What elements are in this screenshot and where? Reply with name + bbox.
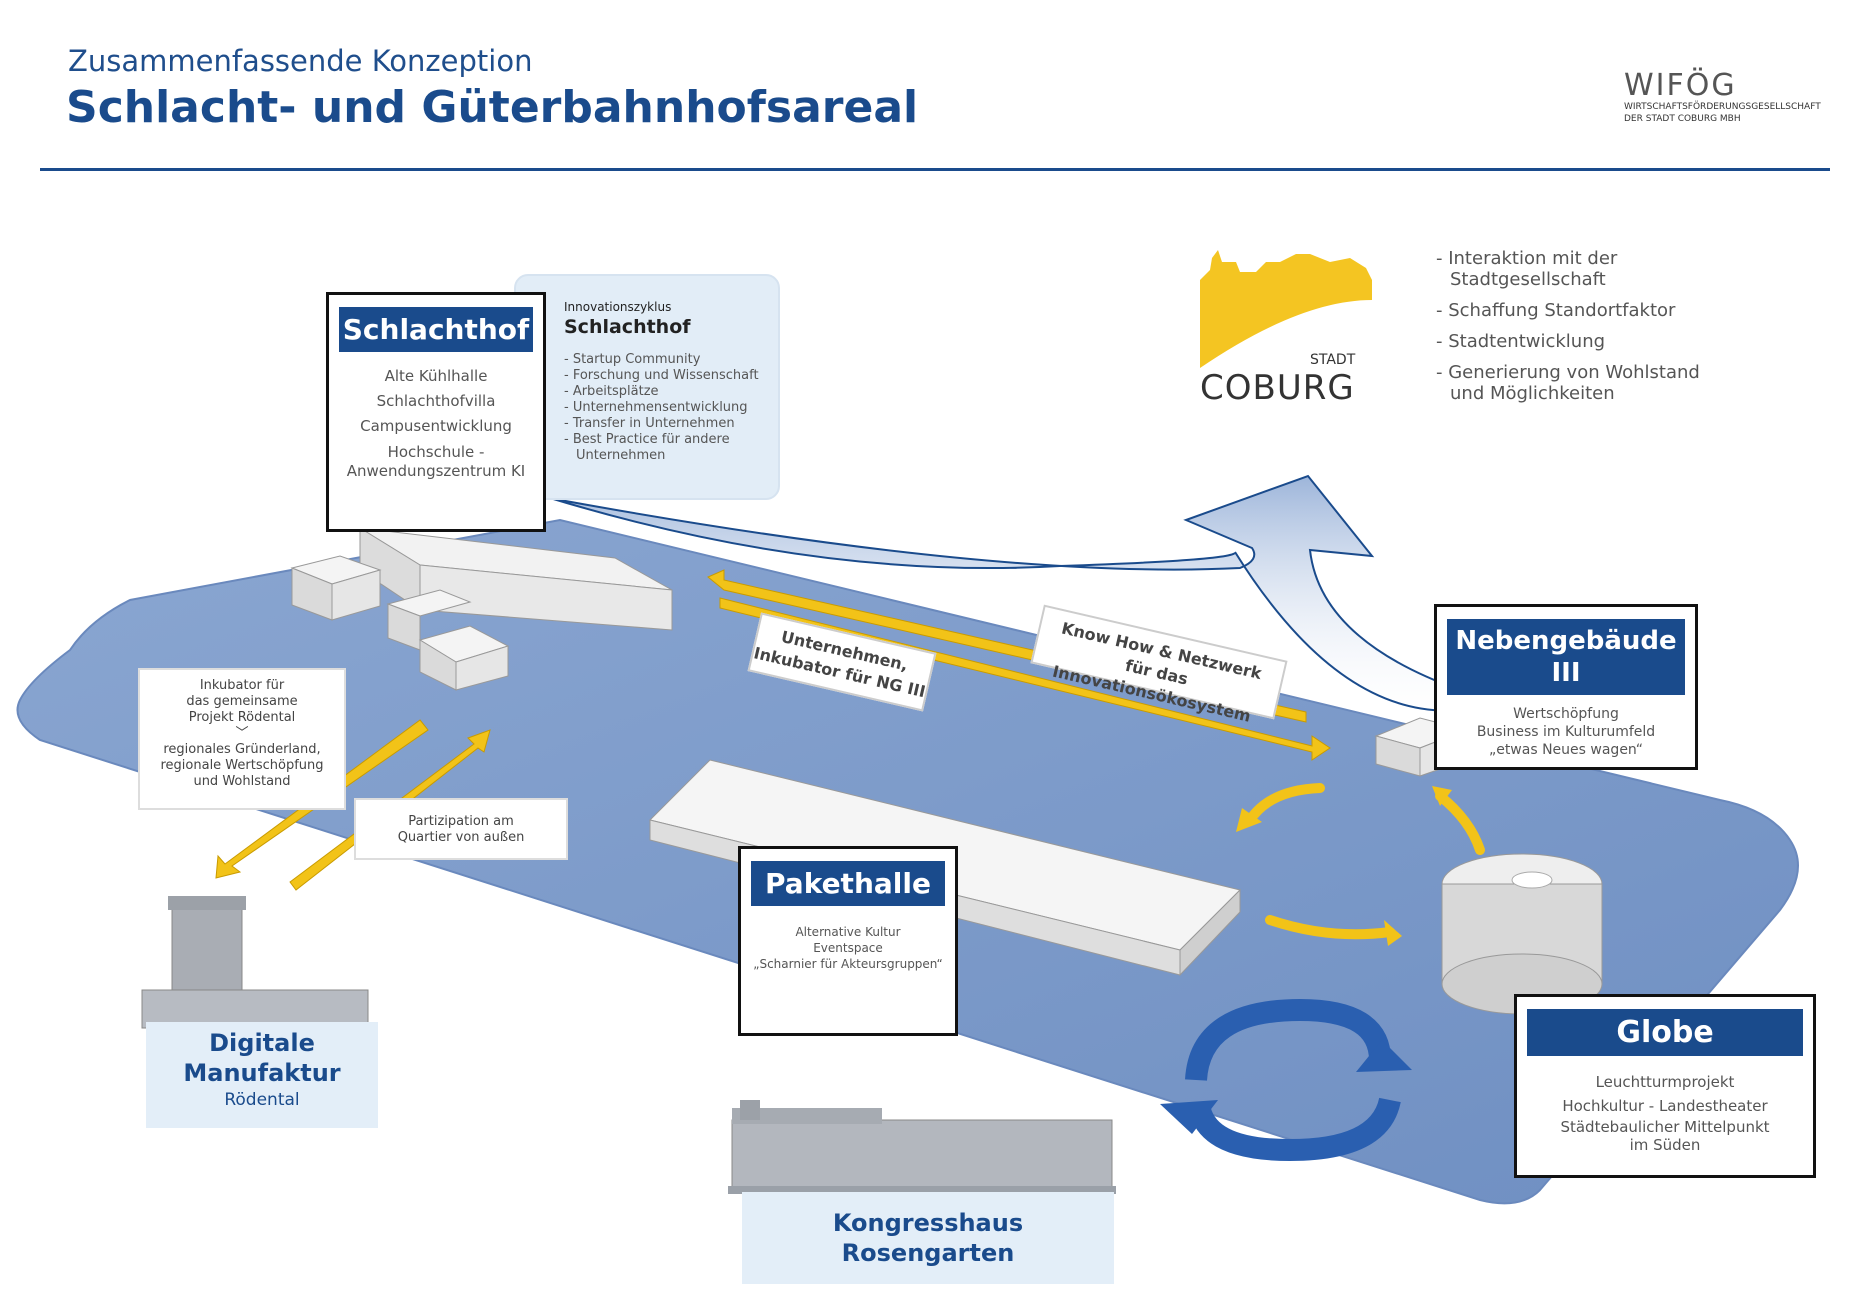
pakethalle-card: Pakethalle Alternative Kultur Eventspace… bbox=[738, 846, 958, 1036]
rotation-arrow-head bbox=[1236, 808, 1262, 832]
blue-cycle-icon bbox=[1185, 998, 1401, 1162]
kongresshaus-building bbox=[728, 1100, 1116, 1194]
digitale-manufaktur-label: Digitale Manufaktur Rödental bbox=[146, 1022, 378, 1128]
list-item: - Forschung und Wissenschaft bbox=[564, 368, 759, 383]
partizipation-line: Partizipation am bbox=[408, 814, 514, 829]
inkubator-line: und Wohlstand bbox=[193, 774, 291, 789]
rotation-arrow-head bbox=[1384, 920, 1402, 946]
kongresshaus-title-line: Rosengarten bbox=[841, 1239, 1015, 1267]
kongresshaus-label: Kongresshaus Rosengarten bbox=[742, 1192, 1114, 1284]
nebengebaeude-title-line: Nebengebäude bbox=[1455, 626, 1677, 656]
list-item: - Startup Community bbox=[564, 352, 701, 367]
pakethalle-line: Eventspace bbox=[813, 941, 883, 955]
nebengebaeude-line: „etwas Neues wagen“ bbox=[1488, 742, 1644, 758]
list-item: - Unternehmensentwicklung bbox=[564, 400, 748, 415]
globe-line: Leuchtturmprojekt bbox=[1595, 1073, 1735, 1091]
list-item: - Arbeitsplätze bbox=[564, 384, 659, 399]
innovation-cycle-title: Schlachthof bbox=[564, 316, 691, 338]
list-item: - Schaffung Standortfaktor bbox=[1436, 300, 1676, 321]
schlachthof-card: Schlachthof Alte Kühlhalle Schlachthofvi… bbox=[326, 292, 546, 532]
globe-line: Städtebaulicher Mittelpunkt bbox=[1560, 1118, 1770, 1136]
blue-cycle-arrow-head bbox=[1160, 1100, 1218, 1134]
globe-line: Hochkultur - Landestheater bbox=[1562, 1097, 1768, 1115]
nebengebaeude-line: Business im Kulturumfeld bbox=[1476, 724, 1656, 740]
schlachthof-line: Alte Kühlhalle bbox=[384, 367, 488, 385]
nebengebaeude-title: Nebengebäude III bbox=[1447, 619, 1685, 695]
list-item: Unternehmen bbox=[576, 448, 666, 463]
globe-title: Globe bbox=[1527, 1009, 1803, 1056]
schlachthof-lines: Alte Kühlhalle Schlachthofvilla Campusen… bbox=[329, 364, 543, 481]
nebengebaeude-card: Nebengebäude III Wertschöpfung Business … bbox=[1434, 604, 1698, 770]
rotation-arrow-head bbox=[1432, 786, 1452, 806]
globe-lines: Leuchtturmprojekt Hochkultur - Landesthe… bbox=[1517, 1070, 1813, 1154]
header-divider bbox=[40, 168, 1830, 171]
kongresshaus-title-line: Kongresshaus bbox=[832, 1209, 1024, 1237]
innovation-cycle-card: Innovationszyklus Schlachthof - Startup … bbox=[514, 274, 780, 500]
coburg-crown-icon bbox=[1200, 250, 1372, 368]
coburg-logo-text: COBURG bbox=[1200, 368, 1355, 408]
inkubator-note: Inkubator für das gemeinsame Projekt Röd… bbox=[138, 668, 346, 810]
nebengebaeude-line: Wertschöpfung bbox=[1513, 706, 1619, 722]
partizipation-line: Quartier von außen bbox=[397, 830, 525, 845]
inkubator-line: das gemeinsame bbox=[186, 694, 298, 709]
wifog-subtitle-line: WIRTSCHAFTSFÖRDERUNGSGESELLSCHAFT bbox=[1624, 102, 1821, 112]
list-item: - Best Practice für andere bbox=[564, 432, 730, 447]
coburg-stadt-label: STADT bbox=[1310, 352, 1356, 368]
partizipation-note: Partizipation am Quartier von außen bbox=[354, 798, 568, 860]
wifog-logo-subtitle: WIRTSCHAFTSFÖRDERUNGSGESELLSCHAFT DER ST… bbox=[1624, 101, 1844, 125]
innovation-cycle-list: - Startup Community - Forschung und Wiss… bbox=[564, 352, 759, 464]
schlachthof-buildings bbox=[290, 527, 673, 691]
pakethalle-line: „Scharnier für Akteursgruppen“ bbox=[753, 957, 943, 971]
chevron-down-icon: ﹀ bbox=[235, 726, 249, 741]
digitale-title-line: Manufaktur bbox=[183, 1059, 341, 1087]
inkubator-line: Projekt Rödental bbox=[188, 710, 296, 725]
page-subtitle: Zusammenfassende Konzeption bbox=[68, 44, 533, 78]
schlachthof-line: Campusentwicklung bbox=[360, 417, 512, 435]
pakethalle-lines: Alternative Kultur Eventspace „Scharnier… bbox=[741, 924, 955, 972]
list-item: - Stadtentwicklung bbox=[1436, 331, 1606, 352]
digitale-sub: Rödental bbox=[224, 1090, 300, 1110]
rotation-arrows bbox=[1245, 783, 1485, 940]
inkubator-line: regionales Gründerland, bbox=[163, 742, 321, 757]
inkubator-line: regionale Wertschöpfung bbox=[160, 758, 324, 773]
wifog-logo: WIFÖG bbox=[1624, 68, 1737, 103]
innovation-cycle-label: Innovationszyklus bbox=[564, 300, 672, 314]
list-item: - Transfer in Unternehmen bbox=[564, 416, 735, 431]
globe-building bbox=[1441, 853, 1603, 1015]
blue-cycle-arrow-head bbox=[1356, 1040, 1412, 1072]
pakethalle-line: Alternative Kultur bbox=[795, 925, 901, 939]
schlachthof-line: Schlachthofvilla bbox=[376, 392, 496, 410]
digitale-manufaktur-building bbox=[141, 896, 369, 1029]
globe-line: im Süden bbox=[1629, 1136, 1701, 1154]
schlachthof-line: Hochschule - bbox=[387, 443, 485, 461]
nebengebaeude-title-line: III bbox=[1551, 658, 1581, 688]
schlachthof-line: Anwendungszentrum KI bbox=[346, 462, 526, 480]
pakethalle-title: Pakethalle bbox=[751, 861, 945, 906]
wifog-subtitle-line: DER STADT COBURG MBH bbox=[1624, 114, 1741, 124]
schlachthof-title: Schlachthof bbox=[339, 307, 533, 352]
digitale-title-line: Digitale bbox=[209, 1029, 315, 1057]
globe-card: Globe Leuchtturmprojekt Hochkultur - Lan… bbox=[1514, 994, 1816, 1178]
nebengebaeude-lines: Wertschöpfung Business im Kulturumfeld „… bbox=[1437, 705, 1695, 759]
inkubator-line: Inkubator für bbox=[199, 678, 285, 693]
page-title: Schlacht- und Güterbahnhofsareal bbox=[66, 82, 919, 133]
